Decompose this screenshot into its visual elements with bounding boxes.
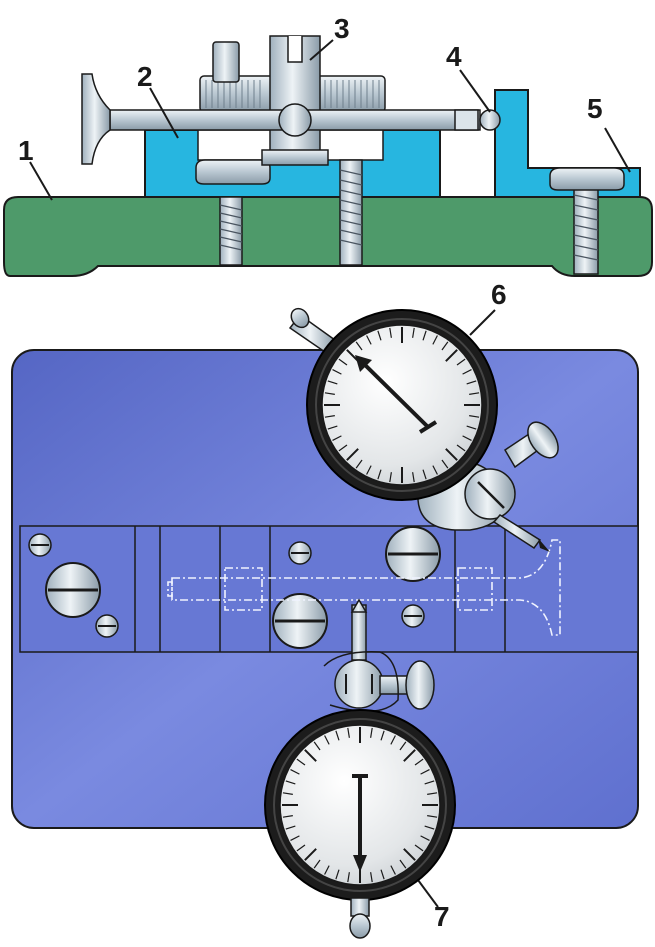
dial-tick [462,369,472,375]
callout-7: 7 [434,901,450,932]
screw-left [195,159,271,266]
dial-tick [403,749,416,762]
valve-plan [167,539,561,636]
section-view: 1 2 3 4 5 [3,13,653,908]
callout-6: 6 [491,279,507,310]
dial-tick [456,358,466,366]
dial-tick [380,869,385,880]
plate-screws [28,526,441,649]
dial-tick [338,358,348,366]
dial-tick [422,469,427,480]
dial-tick [335,730,340,741]
valve-in-section [81,73,501,165]
dial-tick [324,415,335,418]
dial-tick [347,872,350,883]
dial-tick [366,335,372,345]
dial-tick [290,769,300,775]
dial-tick [332,435,342,441]
dial-tick [335,869,340,880]
dial-tick [370,872,373,883]
dial-tick [390,735,396,745]
dial-tick [432,335,438,345]
dial-tick [390,865,396,875]
dial-tick [355,341,363,351]
dial-tick [399,741,407,751]
dial-tick [324,735,330,745]
dial-tick [427,815,438,818]
dial-tick [282,792,293,795]
dial-tick [313,741,321,751]
screw-right [549,167,625,275]
dial-tick [296,844,306,852]
dial-tick [441,341,449,351]
dial-tick [304,848,317,861]
dial-tick [327,425,338,430]
dial-tick [290,835,300,841]
dial-tick [332,369,342,375]
dial-tick [285,780,296,785]
dial-tick [420,769,430,775]
dial-tick [412,472,415,483]
dial-tick [380,730,385,741]
upper-dial-ticks [324,327,480,483]
dial-tick [462,435,472,441]
dial-tick [346,448,359,461]
lower-dial-ticks [282,727,438,883]
base-plate [3,196,653,277]
dial-tick [324,392,335,395]
dial-tick [355,459,363,469]
dial-tick [445,448,458,461]
dial-tick [313,859,321,869]
dial-tick [377,330,382,341]
dial-tick [304,749,317,762]
dial-tick [366,465,372,475]
callout-2: 2 [137,61,153,92]
screw-middle [339,159,363,266]
dial-tick [389,327,392,338]
dial-tick [456,444,466,452]
dial-tick [347,727,350,738]
dial-tick [445,349,458,362]
dial-tick [370,727,373,738]
dial-tick [420,835,430,841]
callout-3: 3 [334,13,350,44]
dial-tick [282,815,293,818]
dial-tick [324,865,330,875]
dial-tick [389,472,392,483]
dial-tick [414,844,424,852]
lower-dial-gauge [264,709,456,939]
dial-tick [469,415,480,418]
dial-tick [327,380,338,385]
dial-tick [469,392,480,395]
callout-4: 4 [446,41,462,72]
dial-tick [424,825,435,830]
dial-tick [338,444,348,452]
dial-tick [377,469,382,480]
callout-1: 1 [18,135,34,166]
dial-tick [441,459,449,469]
dial-tick [285,825,296,830]
leaders-top [29,39,631,908]
callout-5: 5 [587,93,603,124]
dial-tick [427,792,438,795]
upper-dial-gauge [288,307,498,501]
plan-view: 6 7 [11,279,639,939]
dial-tick [296,758,306,766]
dial-tick [424,780,435,785]
dial-tick [466,425,477,430]
dial-tick [422,330,427,341]
dial-tick [412,327,415,338]
dial-tick [414,758,424,766]
dial-tick [466,380,477,385]
dial-tick [432,465,438,475]
dial-tick [403,848,416,861]
dial-tick [399,859,407,869]
